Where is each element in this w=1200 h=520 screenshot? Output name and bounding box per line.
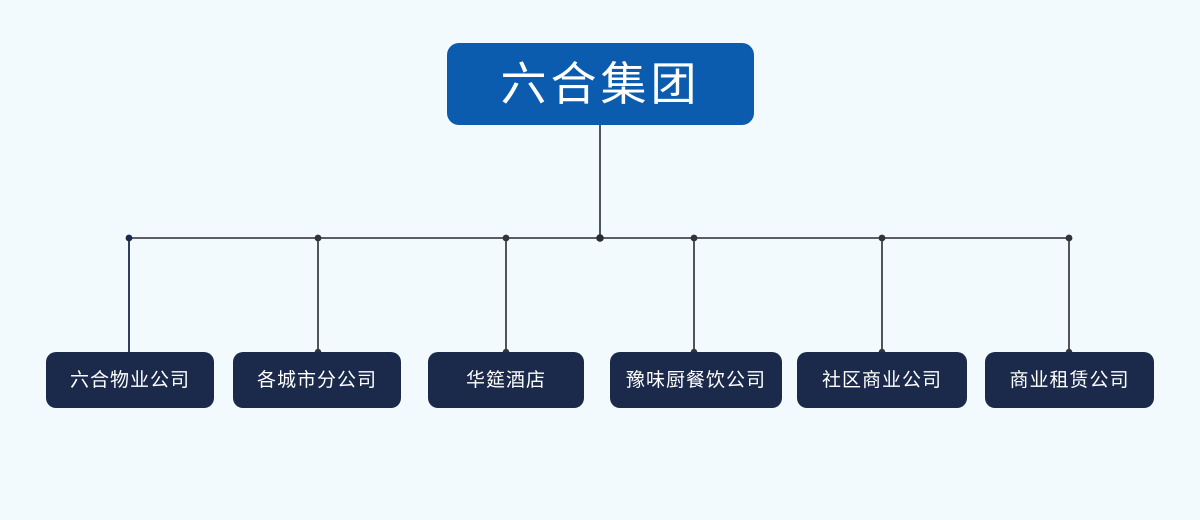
junction-dot-4	[878, 234, 886, 242]
node-child-commercial-leasing[interactable]: 商业租赁公司	[985, 352, 1154, 408]
node-root-label: 六合集团	[500, 58, 701, 110]
junction-dot-1	[314, 234, 322, 242]
node-root-group[interactable]: 六合集团	[447, 43, 754, 125]
node-child-catering-company[interactable]: 豫味厨餐饮公司	[610, 352, 782, 408]
junction-dot-3	[690, 234, 698, 242]
node-child-city-branches[interactable]: 各城市分公司	[233, 352, 401, 408]
node-child-property-company[interactable]: 六合物业公司	[46, 352, 214, 408]
junction-dot-2	[502, 234, 510, 242]
node-child-label: 豫味厨餐饮公司	[625, 369, 766, 391]
node-child-hotel[interactable]: 华筵酒店	[428, 352, 584, 408]
node-child-label: 六合物业公司	[69, 369, 190, 391]
junction-dot-root	[596, 234, 604, 242]
node-child-label: 各城市分公司	[256, 369, 377, 391]
node-child-label: 商业租赁公司	[1009, 369, 1130, 391]
junction-dot-0	[125, 234, 133, 242]
node-child-label: 社区商业公司	[821, 369, 942, 391]
junction-dot-5	[1065, 234, 1073, 242]
node-child-label: 华筵酒店	[465, 369, 546, 391]
node-child-community-commerce[interactable]: 社区商业公司	[797, 352, 967, 408]
